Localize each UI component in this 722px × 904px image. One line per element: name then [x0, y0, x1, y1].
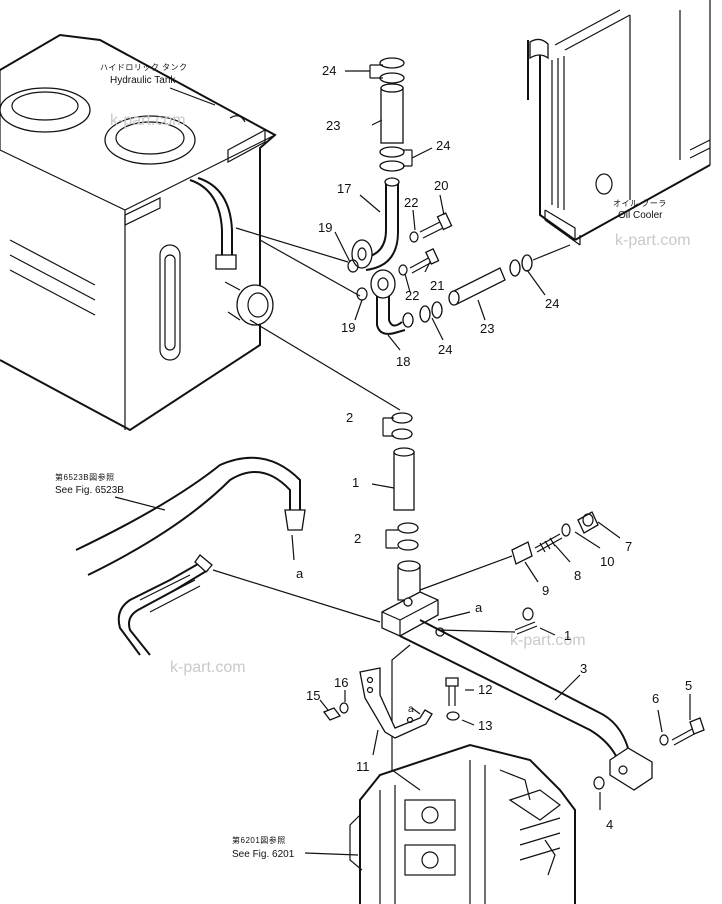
callout-23: 23: [480, 321, 494, 336]
watermark: k-part.com: [615, 232, 691, 249]
callout-6: 6: [652, 691, 659, 706]
fig-6201-leader: [304, 852, 359, 856]
middle-hose-assembly: [371, 412, 419, 551]
callout-24: 24: [436, 138, 450, 153]
upper-leader-lines: [235, 64, 546, 411]
callout-19: 19: [341, 320, 355, 335]
callout-17: 17: [337, 181, 351, 196]
see-fig-6523b-label: See Fig. 6523B: [55, 485, 124, 496]
see-fig-6201-jp-label: 第6201図参照: [232, 835, 286, 845]
callout-16: 16: [334, 675, 348, 690]
callout-22: 22: [405, 288, 419, 303]
callout-15: 15: [306, 688, 320, 703]
callout-23: 23: [326, 118, 340, 133]
oil-cooler: [527, 0, 711, 246]
fig-6523b-leader: [114, 496, 166, 511]
callout-19: 19: [318, 220, 332, 235]
callout-1: 1: [564, 628, 571, 643]
callout-24: 24: [545, 296, 559, 311]
callout-21: 21: [430, 278, 444, 293]
callout-13: 13: [478, 718, 492, 733]
callout-24: 24: [322, 63, 336, 78]
hydraulic-tank-jp-label: ハイドロリック タンク: [100, 63, 188, 72]
callout-24: 24: [438, 342, 452, 357]
callout-11: 11: [356, 759, 370, 774]
ref-a-label-bracket: a: [408, 704, 414, 715]
callout-2: 2: [354, 531, 361, 546]
callout-9: 9: [542, 583, 549, 598]
watermark: k-part.com: [510, 632, 586, 649]
callout-8: 8: [574, 568, 581, 583]
callout-1: 1: [352, 475, 359, 490]
watermark: k-part.com: [110, 112, 186, 129]
callout-20: 20: [434, 178, 448, 193]
ref-a-label-left: a: [296, 566, 304, 581]
callout-7: 7: [625, 539, 632, 554]
callout-18: 18: [396, 354, 410, 369]
callout-5: 5: [685, 678, 692, 693]
lower-leader-lines: [391, 521, 621, 791]
see-fig-6523b-jp-label: 第6523B図参照: [55, 472, 115, 482]
pipe-assembly: [381, 511, 653, 791]
control-valve: [349, 743, 576, 904]
callout-10: 10: [600, 554, 614, 569]
bracket-assembly: [319, 667, 705, 810]
callouts: 24 23 24 17 20 19 22 21 22 19 18 24 23 2…: [306, 63, 692, 832]
oil-cooler-jp-label: オイル クーラ: [613, 199, 667, 208]
callout-3: 3: [580, 661, 587, 676]
ref-a-label-right: a: [475, 600, 483, 615]
left-hoses: [75, 456, 381, 656]
callout-4: 4: [606, 817, 613, 832]
hydraulic-tank-label: Hydraulic Tank: [110, 75, 176, 86]
upper-hose-assembly: [347, 57, 571, 335]
tank-leader-line: [169, 87, 216, 106]
oil-cooler-label: Oil Cooler: [618, 210, 663, 221]
hydraulic-tank: [0, 33, 277, 432]
watermark: k-part.com: [170, 659, 246, 676]
callout-22: 22: [404, 195, 418, 210]
see-fig-6201-label: See Fig. 6201: [232, 849, 295, 860]
callout-2: 2: [346, 410, 353, 425]
callout-12: 12: [478, 682, 492, 697]
